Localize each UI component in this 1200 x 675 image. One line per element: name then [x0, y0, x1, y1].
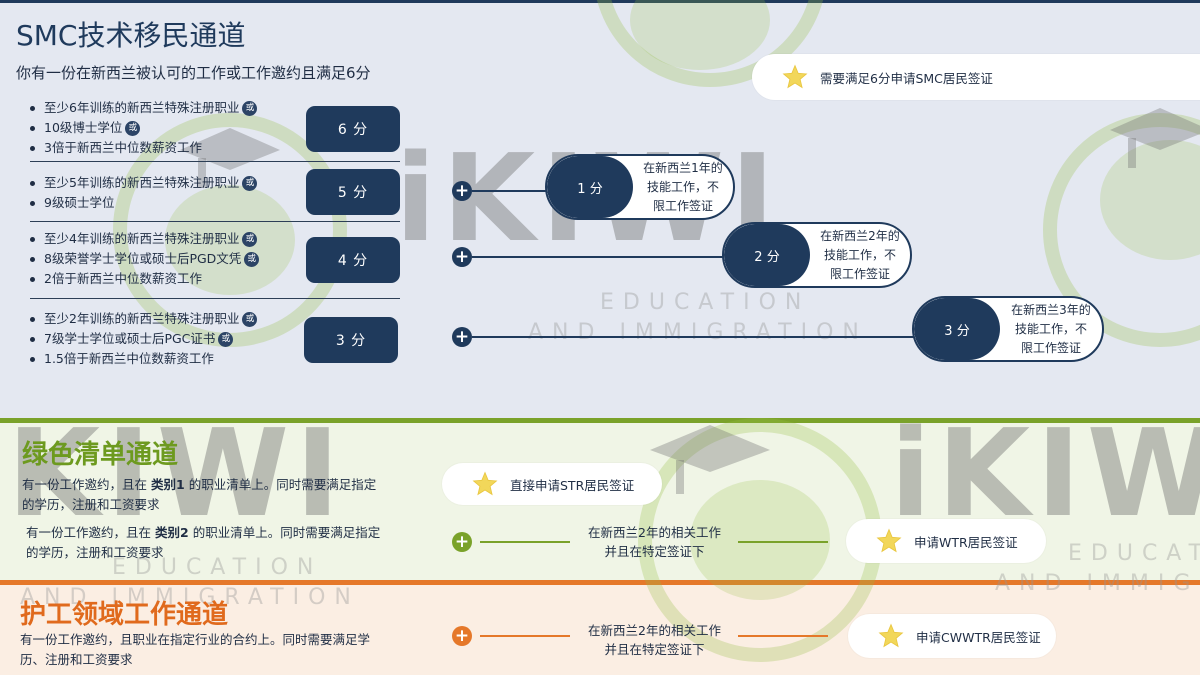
capsule-points: 3 分	[914, 298, 1000, 360]
cwwtr-tag-text: 申请CWWTR居民签证	[916, 629, 1041, 645]
points-pill-5: 5 分	[306, 169, 400, 215]
connector-line	[472, 190, 552, 192]
watermark-line2-left: AND IMMIGRATION	[20, 585, 360, 610]
smc-goal-text: 需要满足6分申请SMC居民签证	[820, 70, 993, 86]
green-cat2-condition: 在新西兰2年的相关工作 并且在特定签证下	[588, 525, 721, 559]
or-badge: 或	[242, 231, 258, 247]
divider	[30, 221, 400, 222]
criteria-group-4: 至少4年训练的新西兰特殊注册职业或 8级荣誉学士学位或硕士后PGD文凭或 2倍于…	[30, 229, 370, 289]
wtr-tag: 申请WTR居民签证	[846, 519, 1046, 563]
criteria-group-6: 至少6年训练的新西兰特殊注册职业或 10级博士学位或 3倍于新西兰中位数薪资工作	[30, 98, 370, 158]
connector-line	[480, 635, 570, 637]
str-tag-text: 直接申请STR居民签证	[510, 477, 635, 493]
watermark-line1-top: EDUCATION	[600, 290, 811, 315]
capsule-text: 在新西兰3年的 技能工作，不 限工作签证	[1011, 302, 1091, 355]
list-item: 10级博士学位或	[30, 118, 370, 138]
green-cat1-text: 有一份工作邀约，且在 类别1 的职业清单上。同时需要满足指定 的学历，注册和工资…	[22, 477, 377, 512]
connector-line	[738, 541, 828, 543]
smc-goal-tag: 需要满足6分申请SMC居民签证	[752, 54, 1200, 100]
plus-icon: +	[452, 626, 472, 646]
list-item: 至少2年训练的新西兰特殊注册职业或	[30, 309, 370, 329]
divider	[30, 161, 400, 162]
top-bar	[0, 0, 1200, 3]
list-item: 1.5倍于新西兰中位数薪资工作	[30, 349, 370, 369]
str-tag: 直接申请STR居民签证	[442, 463, 662, 505]
wtr-tag-text: 申请WTR居民签证	[914, 534, 1018, 550]
cwwtr-tag: 申请CWWTR居民签证	[848, 614, 1056, 658]
watermark-line2-top: AND IMMIGRATION	[528, 320, 868, 345]
criteria-group-3: 至少2年训练的新西兰特殊注册职业或 7级学士学位或硕士后PGC证书或 1.5倍于…	[30, 309, 370, 369]
capsule-points: 1 分	[547, 156, 633, 218]
list-item: 2倍于新西兰中位数薪资工作	[30, 269, 370, 289]
points-pill-4: 4 分	[306, 237, 400, 283]
list-item: 至少5年训练的新西兰特殊注册职业或	[30, 173, 370, 193]
star-icon	[878, 623, 904, 648]
capsule-points: 2 分	[724, 224, 810, 286]
plus-icon: +	[452, 181, 472, 201]
connector-line	[738, 635, 828, 637]
connector-line	[472, 336, 918, 338]
watermark-line1-right: EDUCATION	[1068, 541, 1200, 566]
capsule-2-point: 2 分 在新西兰2年的 技能工作，不 限工作签证	[722, 222, 912, 288]
star-icon	[472, 471, 498, 496]
capsule-text: 在新西兰2年的 技能工作，不 限工作签证	[820, 228, 900, 281]
care-workforce-title: 护工领域工作通道	[20, 600, 229, 630]
watermark-logo-left: iKIWI	[0, 405, 346, 544]
care-workforce-condition: 在新西兰2年的相关工作 并且在特定签证下	[588, 623, 721, 657]
or-badge: 或	[242, 100, 258, 116]
watermark-line1-left: EDUCATION	[112, 555, 323, 580]
star-icon	[876, 528, 902, 553]
plus-icon: +	[452, 327, 472, 347]
divider	[30, 298, 400, 299]
connector-line	[472, 256, 728, 258]
plus-icon: +	[452, 247, 472, 267]
plus-icon: +	[452, 532, 472, 552]
capsule-3-point: 3 分 在新西兰3年的 技能工作，不 限工作签证	[912, 296, 1104, 362]
points-pill-3: 3 分	[304, 317, 398, 363]
list-item: 7级学士学位或硕士后PGC证书或	[30, 329, 370, 349]
green-cat2-text: 有一份工作邀约，且在 类别2 的职业清单上。同时需要满足指定 的学历，注册和工资…	[26, 525, 381, 560]
or-badge: 或	[244, 251, 260, 267]
star-icon	[782, 64, 808, 89]
connector-line	[480, 541, 570, 543]
care-workforce-desc: 有一份工作邀约，且职业在指定行业的合约上。同时需要满足学 历、注册和工资要求	[20, 632, 371, 667]
smc-subtitle: 你有一份在新西兰被认可的工作或工作邀约且满足6分	[16, 64, 371, 82]
points-pill-6: 6 分	[306, 106, 400, 152]
watermark-line2-right: AND IMMIGRATION	[995, 571, 1200, 596]
list-item: 至少6年训练的新西兰特殊注册职业或	[30, 98, 370, 118]
smc-title: SMC技术移民通道	[16, 19, 246, 52]
capsule-text: 在新西兰1年的 技能工作，不 限工作签证	[643, 160, 723, 213]
capsule-1-point: 1 分 在新西兰1年的 技能工作，不 限工作签证	[545, 154, 735, 220]
or-badge: 或	[218, 331, 234, 347]
list-item: 至少4年训练的新西兰特殊注册职业或	[30, 229, 370, 249]
list-item: 8级荣誉学士学位或硕士后PGD文凭或	[30, 249, 370, 269]
green-list-title: 绿色清单通道	[22, 440, 179, 470]
or-badge: 或	[242, 311, 258, 327]
criteria-group-5: 至少5年训练的新西兰特殊注册职业或 9级硕士学位	[30, 173, 370, 213]
or-badge: 或	[242, 175, 258, 191]
or-badge: 或	[125, 120, 141, 136]
list-item: 3倍于新西兰中位数薪资工作	[30, 138, 370, 158]
list-item: 9级硕士学位	[30, 193, 370, 213]
